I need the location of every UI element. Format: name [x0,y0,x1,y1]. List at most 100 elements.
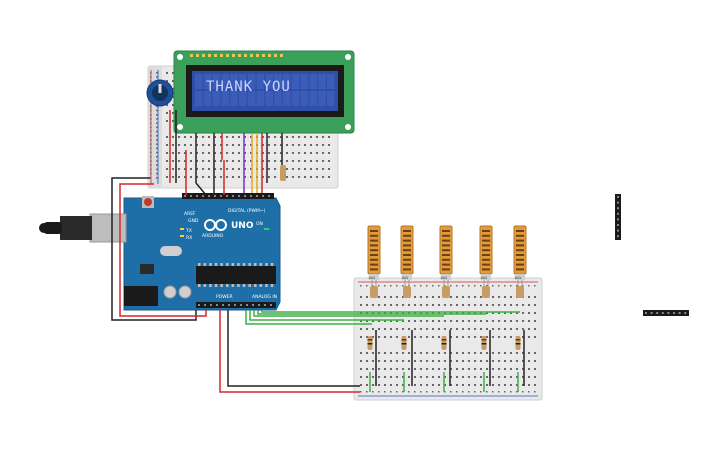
breadboard-hole[interactable] [202,136,204,138]
breadboard-hole[interactable] [184,136,186,138]
breadboard-hole[interactable] [262,136,264,138]
breadboard-hole[interactable] [244,160,246,162]
breadboard-hole[interactable] [402,368,404,370]
reset-button[interactable] [144,198,152,206]
breadboard-hole[interactable] [322,176,324,178]
breadboard-hole[interactable] [534,328,536,330]
breadboard-hole[interactable] [190,160,192,162]
header-pin[interactable] [204,304,206,306]
breadboard-hole[interactable] [390,352,392,354]
breadboard-hole[interactable] [166,120,168,122]
breadboard-hole[interactable] [456,320,458,322]
breadboard-hole[interactable] [214,176,216,178]
header-pin[interactable] [240,304,242,306]
breadboard-hole[interactable] [522,336,524,338]
header-pin[interactable] [190,195,192,197]
breadboard-hole[interactable] [420,360,422,362]
header-pin[interactable] [210,304,212,306]
breadboard-hole[interactable] [474,304,476,306]
breadboard-hole[interactable] [474,384,476,386]
sensor-resistor[interactable] [442,286,450,298]
rail-hole[interactable] [156,135,158,137]
breadboard-hole[interactable] [396,376,398,378]
breadboard-hole[interactable] [450,328,452,330]
rail-hole[interactable] [150,76,152,78]
breadboard-hole[interactable] [172,96,174,98]
breadboard-hole[interactable] [304,168,306,170]
rail-hole[interactable] [396,285,398,287]
breadboard-hole[interactable] [522,328,524,330]
breadboard-hole[interactable] [534,360,536,362]
breadboard-hole[interactable] [480,384,482,386]
breadboard-hole[interactable] [510,312,512,314]
rail-hole[interactable] [456,285,458,287]
breadboard-hole[interactable] [280,160,282,162]
breadboard-hole[interactable] [280,144,282,146]
breadboard-hole[interactable] [190,152,192,154]
rail-hole[interactable] [156,164,158,166]
breadboard-hole[interactable] [322,144,324,146]
breadboard-hole[interactable] [504,296,506,298]
breadboard-hole[interactable] [414,304,416,306]
breadboard-hole[interactable] [384,328,386,330]
breadboard-hole[interactable] [190,168,192,170]
rail-hole[interactable] [150,139,152,141]
header-pin[interactable] [684,312,687,314]
breadboard-hole[interactable] [426,304,428,306]
breadboard-hole[interactable] [516,328,518,330]
breadboard-hole[interactable] [462,328,464,330]
rail-hole[interactable] [498,391,500,393]
breadboard-hole[interactable] [396,320,398,322]
breadboard-hole[interactable] [528,320,530,322]
breadboard-hole[interactable] [504,336,506,338]
breadboard-hole[interactable] [534,312,536,314]
breadboard-hole[interactable] [226,168,228,170]
breadboard-hole[interactable] [214,152,216,154]
breadboard-hole[interactable] [286,136,288,138]
breadboard-hole[interactable] [208,144,210,146]
breadboard-hole[interactable] [214,168,216,170]
breadboard-hole[interactable] [504,312,506,314]
breadboard-hole[interactable] [372,352,374,354]
breadboard-hole[interactable] [498,360,500,362]
breadboard-hole[interactable] [226,152,228,154]
breadboard-hole[interactable] [450,320,452,322]
rail-hole[interactable] [372,285,374,287]
breadboard-hole[interactable] [172,136,174,138]
rail-hole[interactable] [150,135,152,137]
breadboard-hole[interactable] [310,160,312,162]
rail-hole[interactable] [498,285,500,287]
breadboard-hole[interactable] [510,360,512,362]
breadboard-hole[interactable] [402,328,404,330]
breadboard-hole[interactable] [172,160,174,162]
breadboard-hole[interactable] [510,384,512,386]
breadboard-hole[interactable] [450,312,452,314]
rail-hole[interactable] [150,172,152,175]
breadboard-hole[interactable] [378,384,380,386]
rail-hole[interactable] [150,160,152,162]
breadboard-hole[interactable] [486,368,488,370]
breadboard-hole[interactable] [510,368,512,370]
breadboard-hole[interactable] [390,384,392,386]
rail-hole[interactable] [534,391,536,393]
rail-hole[interactable] [462,285,464,287]
header-pin[interactable] [678,312,681,314]
breadboard-hole[interactable] [408,320,410,322]
breadboard-hole[interactable] [360,320,362,322]
breadboard-hole[interactable] [244,144,246,146]
flex-sensor[interactable]: 1kΩ [439,225,453,298]
flex-sensor[interactable]: 1kΩ [400,225,414,298]
breadboard-hole[interactable] [166,152,168,154]
breadboard-hole[interactable] [244,168,246,170]
breadboard-hole[interactable] [262,160,264,162]
breadboard-hole[interactable] [372,368,374,370]
flex-sensor[interactable]: 1kΩ [513,225,527,298]
rail-hole[interactable] [156,118,158,120]
breadboard-hole[interactable] [492,336,494,338]
rail-hole[interactable] [366,391,368,393]
breadboard-hole[interactable] [208,152,210,154]
breadboard-hole[interactable] [172,80,174,82]
breadboard-hole[interactable] [172,168,174,170]
breadboard-hole[interactable] [498,304,500,306]
breadboard-hole[interactable] [414,296,416,298]
